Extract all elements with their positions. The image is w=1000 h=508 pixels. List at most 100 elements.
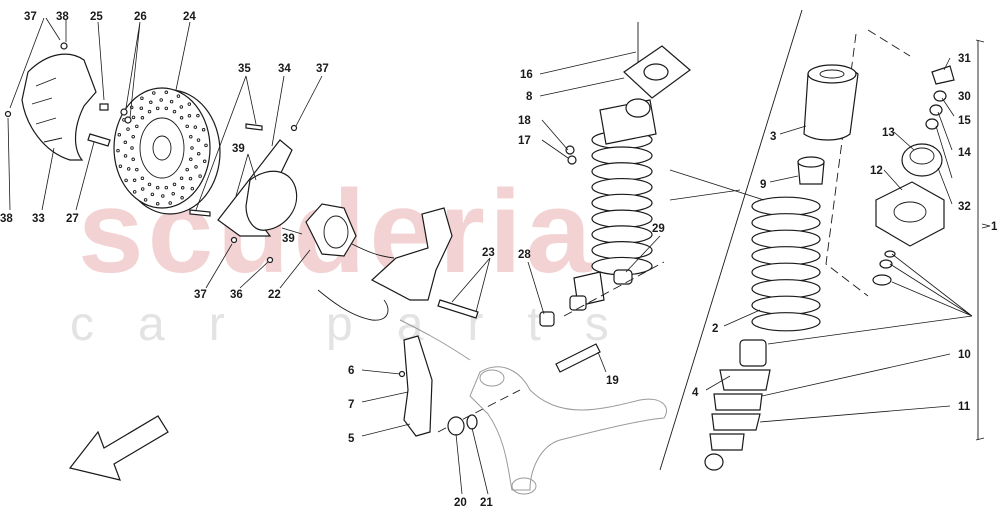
spring-coil (751, 213, 821, 233)
spring-coil (751, 279, 821, 299)
disc-drill-hole (190, 186, 195, 191)
callout-4: 4 (692, 387, 699, 399)
disc-drill-hole (189, 157, 193, 162)
disc-drill-hole (117, 132, 122, 137)
callout-5: 5 (348, 433, 355, 445)
watermark: scuderia car parts (70, 166, 653, 351)
shock-body-center (539, 98, 657, 327)
disc-drill-hole (140, 187, 145, 191)
disc-drill-hole (130, 146, 134, 150)
disc-drill-hole (179, 116, 184, 120)
detail-spring (751, 196, 821, 332)
watermark-subtitle: car parts (70, 298, 653, 351)
coilover-spring (591, 130, 653, 276)
callout-9: 9 (760, 179, 766, 191)
callout-23: 23 (482, 247, 495, 259)
disc-drill-hole (155, 185, 160, 190)
callout-37: 37 (194, 289, 207, 301)
disc-drill-hole (131, 157, 135, 162)
disc-drill-hole (155, 106, 160, 111)
disc-drill-hole (123, 140, 128, 145)
detail-frame (659, 9, 991, 471)
spring-coil (591, 177, 653, 197)
disc-drill-hole (204, 143, 208, 148)
disc-drill-hole (185, 167, 189, 172)
disc-drill-hole (131, 134, 135, 139)
disc-drill-hole (201, 128, 206, 132)
callout-18: 18 (518, 115, 531, 127)
callout-8: 8 (526, 91, 533, 103)
callout-26: 26 (134, 11, 147, 23)
disc-drill-hole (132, 190, 137, 194)
callout-3: 3 (770, 131, 776, 143)
callout-15: 15 (958, 115, 971, 127)
callout-12: 12 (870, 165, 883, 177)
callout-39: 39 (232, 143, 245, 155)
wheel-hub (305, 203, 357, 257)
callout-13: 13 (882, 127, 895, 139)
callout-34: 34 (278, 63, 291, 75)
brake-dust-shield (21, 53, 97, 161)
callout-38: 38 (0, 213, 13, 225)
callout-22: 22 (268, 289, 281, 301)
disc-drill-hole (188, 176, 193, 181)
disc-drill-hole (150, 192, 155, 197)
bump-stop-cover (803, 64, 859, 141)
direction-arrow (68, 415, 169, 481)
disc-drill-hole (180, 186, 185, 190)
callout-2: 2 (712, 323, 718, 335)
disc-drill-hole (131, 115, 136, 120)
spring-coil (751, 246, 821, 266)
callout-7: 7 (348, 399, 354, 411)
spring-coil (591, 225, 653, 244)
brake-disc (113, 87, 221, 215)
disc-drill-hole (135, 124, 139, 129)
callout-35: 35 (238, 63, 251, 75)
callout-36: 36 (230, 289, 243, 301)
disc-drill-hole (124, 178, 128, 183)
callout-19: 19 (606, 375, 619, 387)
spring-coil (751, 262, 821, 282)
disc-drill-hole (179, 105, 184, 109)
disc-drill-hole (179, 176, 184, 180)
disc-drill-hole (147, 109, 152, 114)
disc-drill-hole (147, 182, 152, 187)
disc-drill-hole (169, 99, 174, 104)
detail-damper (704, 339, 771, 471)
callout-39: 39 (282, 233, 295, 245)
disc-drill-hole (164, 185, 169, 190)
disc-drill-hole (126, 127, 130, 131)
disc-drill-hole (161, 194, 165, 198)
spring-coil (751, 295, 821, 315)
disc-drill-hole (193, 125, 198, 129)
disc-drill-hole (190, 146, 194, 150)
spring-coil (591, 146, 653, 165)
spring-coil (751, 229, 821, 249)
callout-labels: 37 38 25 26 24 35 34 37 39 39 38 33 27 3… (0, 11, 998, 508)
spring-coil (751, 196, 821, 216)
abs-sensor-cable (317, 243, 395, 321)
disc-drill-hole (187, 102, 192, 106)
callout-31: 31 (958, 53, 971, 65)
disc-drill-hole (187, 113, 192, 118)
disc-drill-hole (189, 134, 193, 139)
callout-32: 32 (958, 201, 971, 213)
disc-drill-hole (155, 201, 160, 206)
disc-drill-hole (123, 154, 128, 158)
disc-drill-hole (149, 100, 153, 105)
disc-drill-hole (180, 196, 184, 200)
disc-drill-hole (196, 151, 201, 156)
callout-30: 30 (958, 91, 971, 103)
callout-20: 20 (454, 497, 467, 508)
leader-lines (7, 17, 973, 495)
upper-mount-plate (623, 22, 691, 99)
disc-drill-hole (172, 109, 177, 114)
spring-coil (591, 193, 653, 213)
upright (370, 207, 471, 361)
top-mount-parts (872, 65, 955, 286)
disc-drill-hole (198, 174, 202, 178)
callout-21: 21 (480, 497, 493, 508)
disc-drill-hole (159, 98, 163, 102)
bump-stop (797, 156, 825, 185)
